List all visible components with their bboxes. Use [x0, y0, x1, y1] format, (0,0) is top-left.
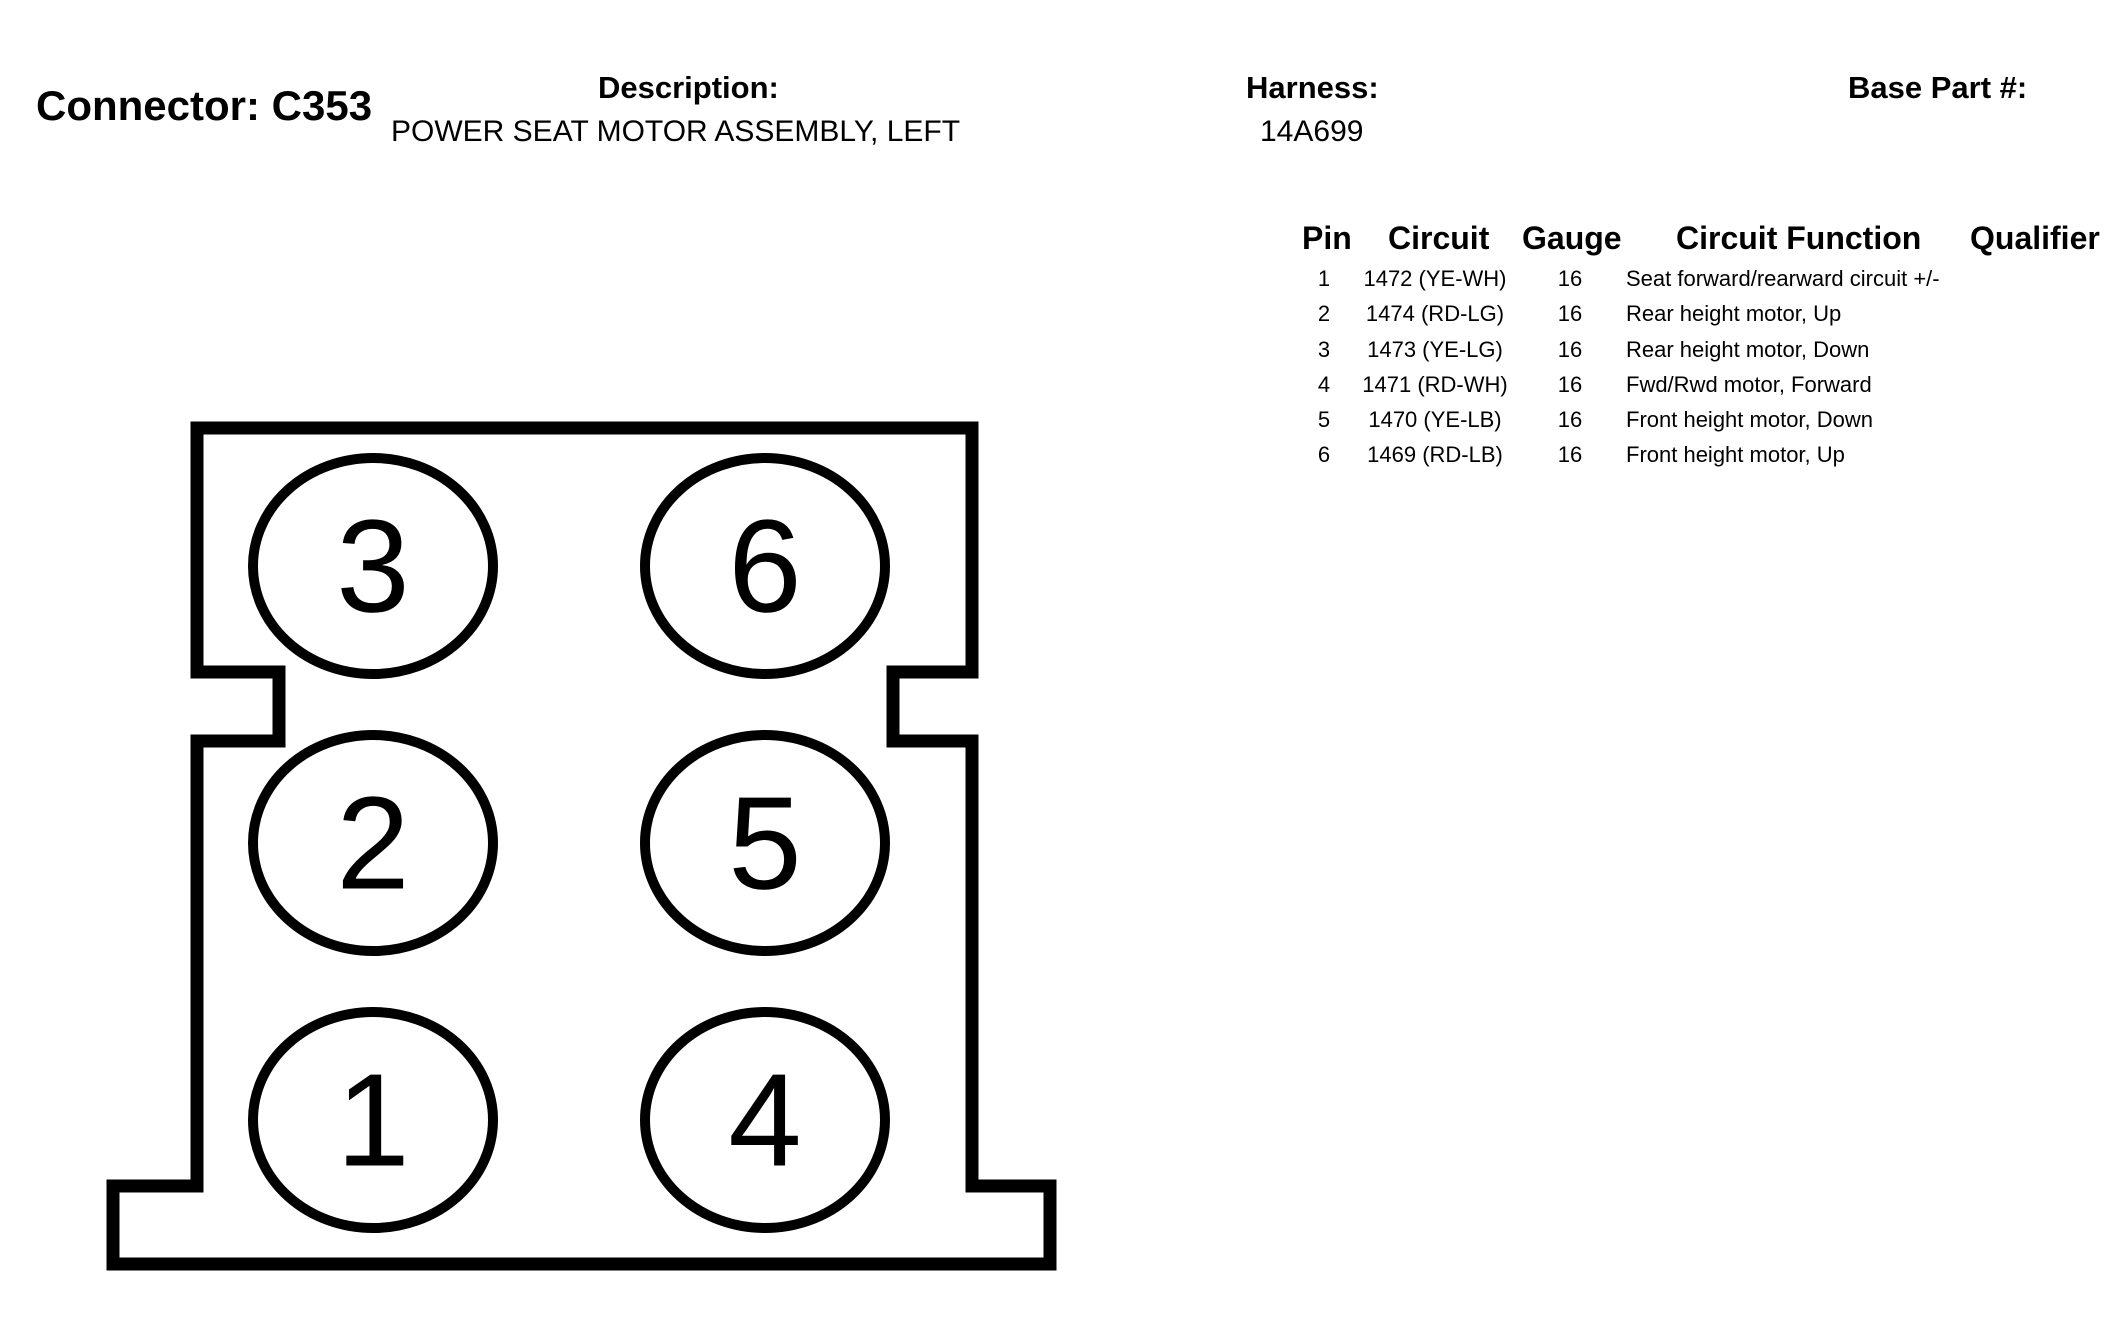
circuit-cell: 1472 (YE-WH)	[1363, 266, 1507, 291]
pin-number-label: 2	[336, 770, 409, 917]
connector-title: Connector: C353	[36, 82, 373, 129]
pin-cavity-ring	[640, 453, 890, 679]
pin-cavity-ring	[640, 1007, 890, 1233]
pin-number-label: 6	[728, 493, 801, 640]
column-header-circuit-function: Circuit Function	[1676, 220, 1922, 256]
pin-number-label: 1	[336, 1047, 409, 1194]
function-cell: Seat forward/rearward circuit +/-	[1626, 266, 1940, 291]
pin-cell: 5	[1317, 407, 1331, 432]
pin-cavity-ring	[248, 1007, 498, 1233]
pin-cavity-6: 6	[640, 453, 890, 679]
gauge-cell: 16	[1557, 372, 1583, 397]
description-value: POWER SEAT MOTOR ASSEMBLY, LEFT	[391, 115, 961, 148]
pin-cell: 2	[1317, 301, 1331, 326]
gauge-cell: 16	[1557, 301, 1583, 326]
pin-cavity-5: 5	[640, 730, 890, 956]
column-header-pin: Pin	[1302, 220, 1352, 256]
circuit-cell: 1469 (RD-LB)	[1367, 442, 1503, 467]
pin-number-label: 5	[728, 770, 801, 917]
circuit-cell: 1471 (RD-WH)	[1362, 372, 1508, 397]
connector-housing-outline	[106, 421, 1057, 1271]
circuit-cell: 1474 (RD-LG)	[1365, 301, 1505, 326]
pin-cavity-2: 2	[248, 730, 498, 956]
pin-number-label: 3	[336, 493, 409, 640]
pin-cavity-ring	[248, 730, 498, 956]
gauge-cell: 16	[1557, 266, 1583, 291]
circuit-cell: 1473 (YE-LG)	[1367, 337, 1503, 362]
function-cell: Rear height motor, Up	[1626, 301, 1842, 326]
pin-number-label: 4	[728, 1047, 801, 1194]
pin-cell: 3	[1317, 337, 1331, 362]
pin-cavity-ring	[248, 453, 498, 679]
pin-cell: 1	[1317, 266, 1331, 291]
base-part-label: Base Part #:	[1848, 70, 2028, 105]
gauge-cell: 16	[1557, 337, 1583, 362]
pin-cell: 4	[1317, 372, 1331, 397]
harness-value: 14A699	[1260, 115, 1364, 148]
harness-label: Harness:	[1246, 70, 1379, 105]
pin-cavity-ring	[640, 730, 890, 956]
circuit-cell: 1470 (YE-LB)	[1368, 407, 1502, 432]
column-header-qualifier: Qualifier	[1970, 220, 2100, 256]
column-header-gauge: Gauge	[1522, 220, 1622, 256]
function-cell: Front height motor, Down	[1626, 407, 1874, 432]
description-label: Description:	[598, 70, 779, 105]
column-header-circuit: Circuit	[1388, 220, 1490, 256]
function-cell: Rear height motor, Down	[1626, 337, 1870, 362]
pin-cavity-4: 4	[640, 1007, 890, 1233]
gauge-cell: 16	[1557, 442, 1583, 467]
function-cell: Fwd/Rwd motor, Forward	[1626, 372, 1872, 397]
pin-cavity-1: 1	[248, 1007, 498, 1233]
gauge-cell: 16	[1557, 407, 1583, 432]
pin-cell: 6	[1317, 442, 1331, 467]
function-cell: Front height motor, Up	[1626, 442, 1845, 467]
pin-cavity-3: 3	[248, 453, 498, 679]
